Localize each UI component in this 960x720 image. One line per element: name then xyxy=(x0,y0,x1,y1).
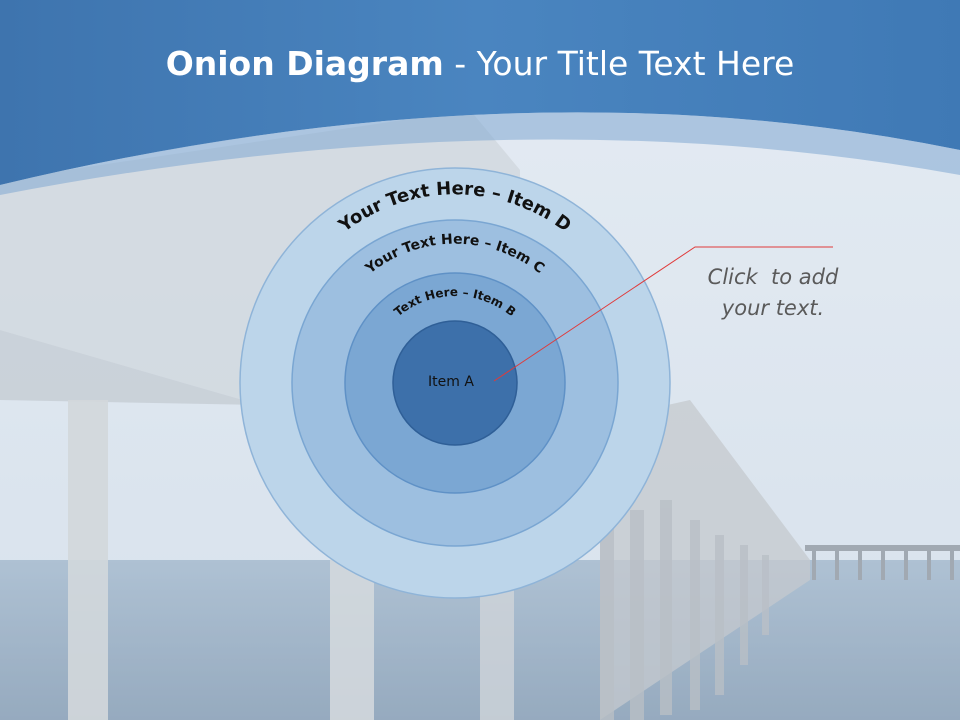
ring-label-a: Item A xyxy=(428,374,474,390)
callout-line-2: your text. xyxy=(721,296,825,320)
slide-title[interactable]: Onion Diagram - Your Title Text Here xyxy=(0,44,960,83)
title-rest-part: - Your Title Text Here xyxy=(443,44,795,83)
header-band xyxy=(0,0,960,195)
callout-connector xyxy=(493,246,833,382)
ring-item-a[interactable] xyxy=(392,320,518,446)
callout-text[interactable]: Click to add your text. xyxy=(690,262,856,324)
title-bold-part: Onion Diagram xyxy=(165,44,444,83)
onion-diagram: Your Text Here – Item D Your Text Here –… xyxy=(239,167,671,599)
callout-line-1: Click to add xyxy=(707,265,839,289)
